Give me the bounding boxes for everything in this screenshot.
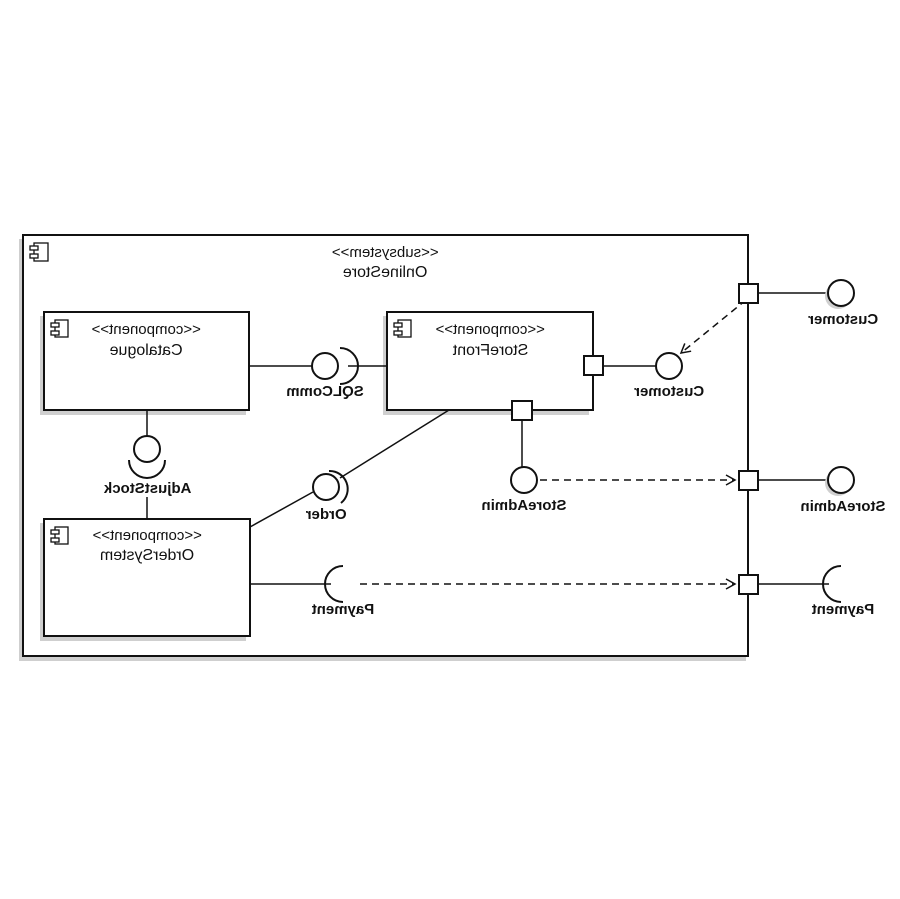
storefront-stereotype: <<component>>	[435, 321, 544, 338]
ball-customer-inner[interactable]	[655, 352, 683, 380]
connectors	[146, 292, 829, 585]
label-storeadmin-outer: StoreAdmin	[800, 498, 885, 515]
ball-storeadmin-inner[interactable]	[510, 466, 538, 494]
component-box	[43, 518, 251, 637]
socket-payment-outer[interactable]	[822, 565, 842, 603]
label-adjuststock: AdjustStock	[103, 480, 191, 497]
port-storefront-storeadmin[interactable]	[511, 400, 533, 421]
socket-payment-inner[interactable]	[324, 565, 344, 603]
catalogue-name: Catalogue	[110, 342, 183, 359]
component-box	[43, 311, 250, 411]
component-ordersystem[interactable]: <<component>> OrderSystem	[40, 518, 251, 641]
label-payment-outer: Payment	[812, 601, 875, 618]
ball-sqlcomm[interactable]	[311, 352, 339, 380]
socket-adjuststock[interactable]	[128, 459, 166, 479]
label-storeadmin-inner: StoreAdmin	[481, 497, 566, 514]
component-icon	[29, 242, 49, 262]
ball-storeadmin-outer[interactable]	[827, 466, 855, 494]
port-subsystem-storeadmin[interactable]	[738, 470, 759, 491]
component-icon	[393, 319, 412, 338]
subsystem-stereotype: <<subsystem>>	[332, 244, 439, 261]
provided-interfaces	[133, 279, 855, 501]
ordersystem-stereotype: <<component>>	[92, 527, 201, 544]
label-customer-outer: Customer	[808, 311, 878, 328]
ball-order[interactable]	[312, 473, 340, 501]
port-subsystem-payment[interactable]	[738, 574, 759, 595]
label-sqlcomm: SQLComm	[286, 383, 364, 400]
storefront-name: StoreFront	[452, 342, 528, 359]
socket-sqlcomm[interactable]	[339, 347, 359, 385]
component-icon	[50, 319, 69, 338]
socket-order[interactable]	[328, 469, 349, 504]
delegations	[360, 299, 747, 590]
component-storefront[interactable]: <<component>> StoreFront	[383, 311, 594, 415]
label-customer-inner: Customer	[634, 383, 704, 400]
component-box	[386, 311, 594, 411]
connector-order-storefront[interactable]	[339, 409, 450, 479]
component-catalogue[interactable]: <<component>> Catalogue	[40, 311, 250, 415]
ports	[511, 283, 759, 595]
label-payment-inner: Payment	[312, 601, 375, 618]
ball-adjuststock[interactable]	[133, 435, 161, 463]
ordersystem-name: OrderSystem	[100, 547, 194, 564]
port-subsystem-customer[interactable]	[738, 283, 759, 304]
required-interfaces	[128, 347, 842, 603]
delegation-customer[interactable]	[679, 299, 747, 354]
component-icon	[50, 526, 69, 545]
label-order: Order	[306, 506, 347, 523]
connector-ordersystem-order[interactable]	[249, 491, 314, 528]
subsystem-name: OnlineStore	[343, 264, 428, 281]
ball-customer-outer[interactable]	[827, 279, 855, 307]
interface-labels: SQLComm AdjustStock Order StoreAdmin Cus…	[103, 311, 885, 618]
catalogue-stereotype: <<component>>	[91, 321, 200, 338]
port-storefront-customer[interactable]	[583, 355, 604, 376]
